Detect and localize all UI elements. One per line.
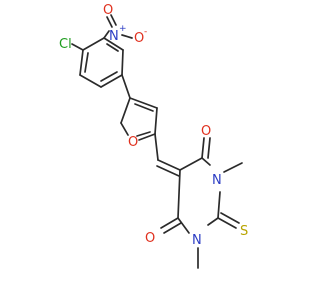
chlorine-label: Cl [59,37,72,52]
nitro-oxygen-right-label: O [134,31,144,46]
molecule-diagram: Cl N + O O - O O O N [59,3,248,269]
aryl-furan-bond [121,74,131,99]
thione-bond-a [217,217,237,229]
nitro-oxygen-top-label: O [103,3,113,18]
furan-ring [120,97,158,141]
carbonyl-lower-oxygen-label: O [145,231,155,246]
ring-nitrogen-upper-label: N [212,173,222,188]
carbonyl-lower-bond-a [160,217,179,229]
thione-sulfur-label: S [240,224,248,239]
methylidene-double-bond-b [156,165,180,177]
nitro-positive-charge: + [119,24,127,34]
thione-bond-b [220,212,240,224]
structure-svg: Cl N + O O - O O O N [59,3,248,269]
c-n-bond [103,30,110,39]
nitro-nitrogen-label: N [109,29,119,44]
furan-oxygen-label: O [128,135,138,150]
n-methyl-upper-bond [223,162,243,173]
carbonyl-lower-bond-b [163,222,182,234]
carbonyl-upper-bond-a [201,137,205,159]
pyrimidine-ring [177,157,221,234]
furan-ch-bond [154,133,159,161]
n-o-double-bond-b [110,14,117,26]
nitro-oxygen-charge: - [144,27,147,37]
c-cl-bond [71,43,84,51]
carbonyl-upper-oxygen-label: O [201,124,211,139]
phenyl-ring [79,37,124,88]
n-o-double-bond-a [106,16,113,28]
methylidene-double-bond-a [157,159,181,171]
n-o-single-bond [121,34,133,39]
carbonyl-upper-bond-b [207,137,211,159]
ring-nitrogen-lower-label: N [192,233,202,248]
